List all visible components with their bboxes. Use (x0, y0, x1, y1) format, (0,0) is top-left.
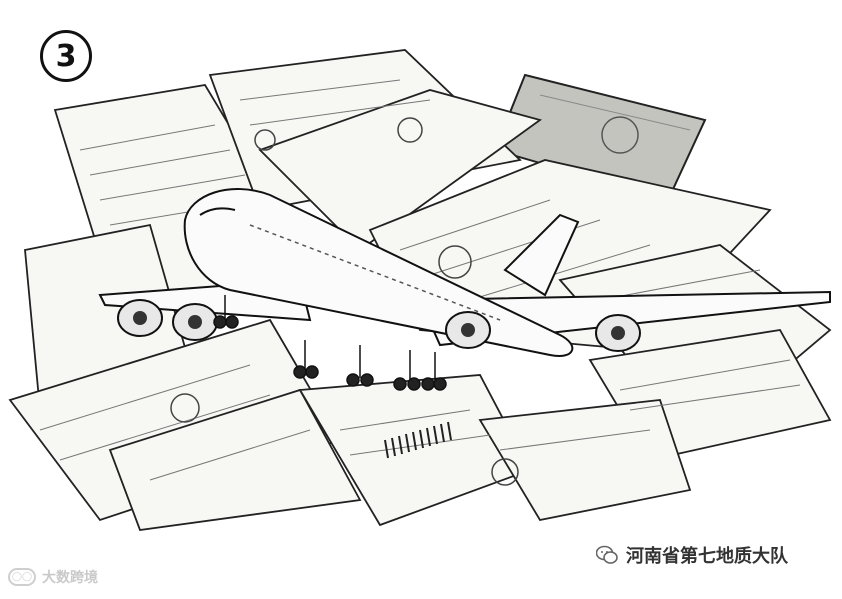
landing-gear (213, 295, 447, 391)
airplane (98, 188, 831, 391)
brand-logo-icon: ◯◯ (8, 568, 36, 586)
right-watermark-text: 河南省第七地质大队 (626, 546, 788, 567)
barcode (384, 421, 452, 459)
right-watermark: 河南省第七地质大队 (596, 542, 788, 568)
wechat-icon (596, 545, 618, 564)
stamps (170, 117, 519, 486)
left-watermark: ◯◯ 大数跨境 (8, 566, 98, 588)
panel-number-badge: 3 (40, 30, 92, 82)
left-watermark-text: 大数跨境 (42, 570, 98, 586)
